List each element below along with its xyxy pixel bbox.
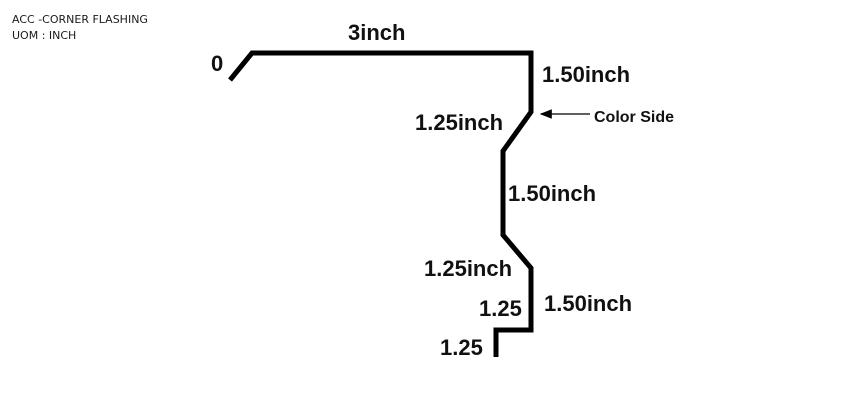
drawing-header: ACC -CORNER FLASHING UOM : INCH xyxy=(12,12,148,44)
top-dimension-label: 3inch xyxy=(348,20,405,45)
hem-angle-label: 0 xyxy=(211,51,223,76)
middle-dimension-label: 1.50inch xyxy=(508,181,596,206)
color-side-label: Color Side xyxy=(594,109,674,126)
right-lower-dimension-label: 1.50inch xyxy=(544,291,632,316)
step-horizontal-dimension-label: 1.25 xyxy=(440,335,483,360)
lower-bend-dimension-label: 1.25inch xyxy=(424,256,512,281)
step-vertical-dimension-label: 1.25 xyxy=(479,296,522,321)
right-upper-dimension-label: 1.50inch xyxy=(542,62,630,87)
upper-bend-dimension-label: 1.25inch xyxy=(415,110,503,135)
unit-of-measure: UOM : INCH xyxy=(12,29,77,42)
flashing-profile-line xyxy=(228,50,534,357)
part-title: ACC -CORNER FLASHING xyxy=(12,13,148,26)
